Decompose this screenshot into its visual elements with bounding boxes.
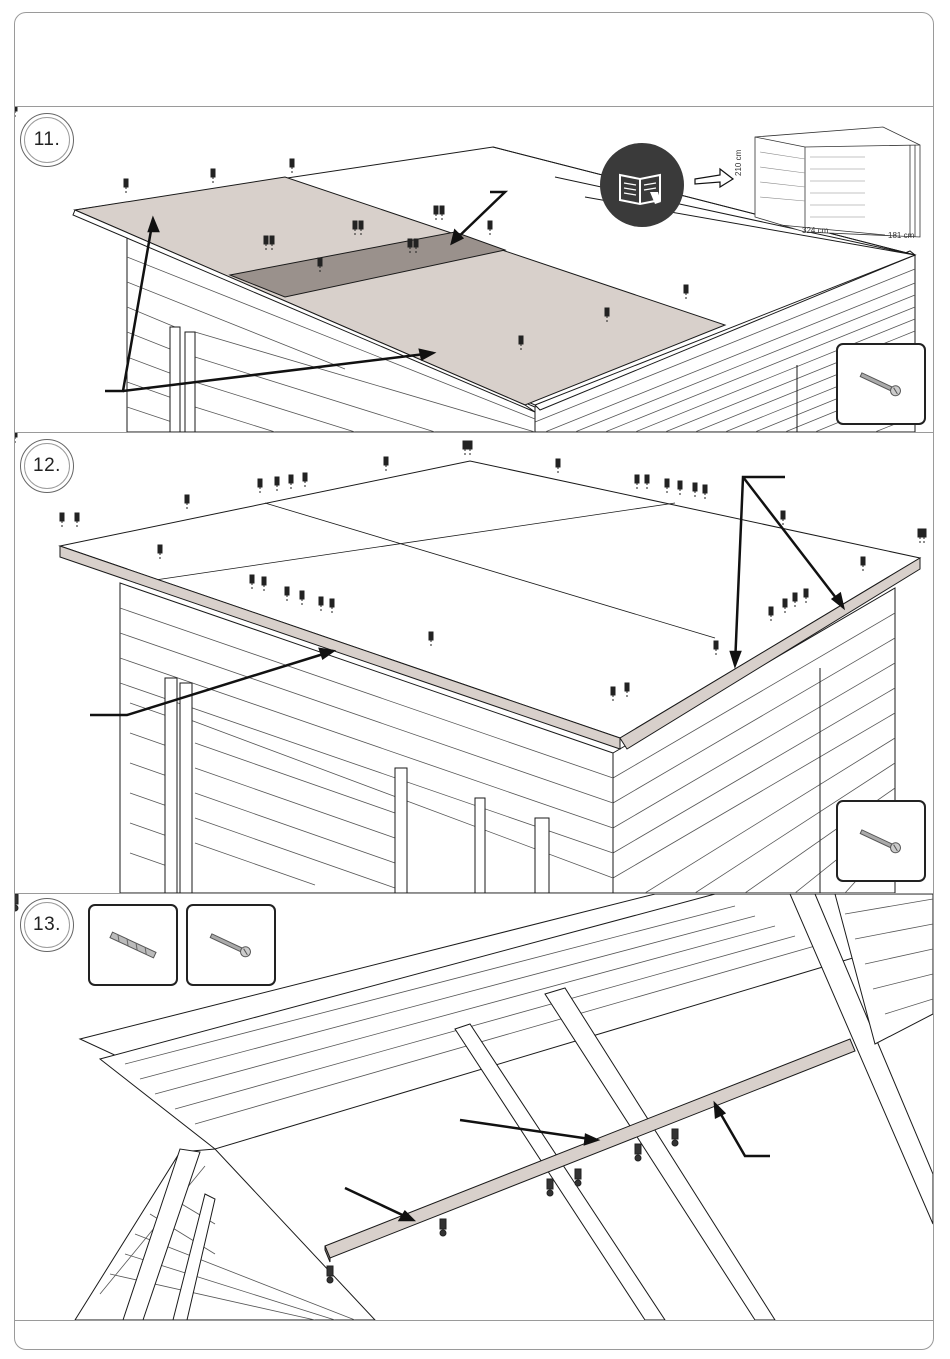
shed-reference-drawing bbox=[755, 127, 920, 237]
step-13-illustration bbox=[15, 894, 933, 1320]
step-number: 11. bbox=[20, 113, 74, 167]
step-12-illustration bbox=[15, 433, 933, 893]
step-number: 12. bbox=[20, 439, 74, 493]
footer-divider bbox=[15, 1320, 933, 1321]
depth-dimension: 181 cm bbox=[888, 231, 914, 240]
height-dimension: 210 cm bbox=[734, 150, 743, 176]
width-dimension: 324 cm bbox=[802, 226, 828, 235]
step-number: 13. bbox=[20, 898, 74, 952]
manual-book-icon bbox=[600, 143, 684, 227]
step-11-illustration bbox=[15, 107, 933, 432]
